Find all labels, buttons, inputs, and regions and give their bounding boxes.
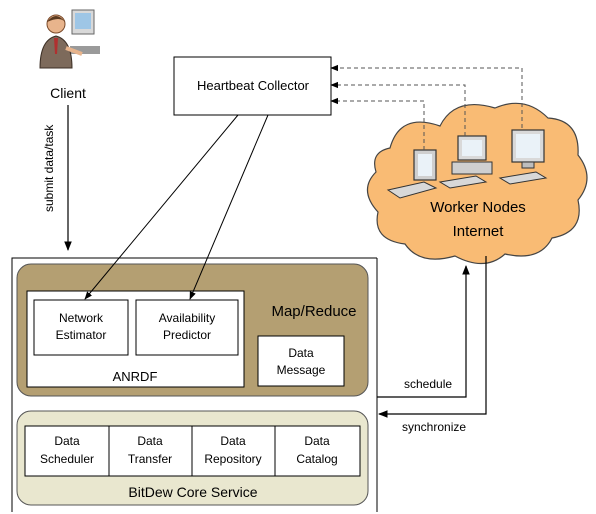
- data-catalog-line2: Catalog: [296, 452, 337, 466]
- data-message-line2: Message: [277, 363, 326, 377]
- data-repository-line1: Data: [220, 434, 246, 448]
- person-at-computer-icon: [39, 9, 100, 69]
- heartbeat-collector-label: Heartbeat Collector: [197, 78, 310, 93]
- data-transfer-line2: Transfer: [128, 452, 172, 466]
- system-frame: [11, 257, 378, 512]
- network-estimator-line1: Network: [59, 311, 104, 325]
- bitdew-label: BitDew Core Service: [128, 484, 257, 500]
- availability-predictor-line1: Availability: [159, 311, 215, 325]
- cloud-subtitle: Internet: [453, 223, 505, 240]
- network-estimator-line2: Estimator: [56, 328, 107, 342]
- anrdf-label: ANRDF: [113, 369, 158, 384]
- desktop-computer-icon: [438, 135, 493, 189]
- desktop-computer-icon: [498, 129, 548, 185]
- mapreduce-label: Map/Reduce: [271, 303, 356, 320]
- availability-predictor-box: [135, 299, 239, 356]
- bitdew-modules: Data Scheduler Data Transfer Data Reposi…: [24, 425, 361, 477]
- heartbeat-collector-box: [173, 56, 332, 116]
- data-catalog-line1: Data: [304, 434, 330, 448]
- data-message-line1: Data: [288, 346, 314, 360]
- heartbeat-to-network-arrow: [84, 114, 239, 300]
- cloud-title: Worker Nodes: [430, 199, 526, 216]
- synchronize-label: synchronize: [402, 420, 466, 434]
- data-catalog-box: [274, 425, 361, 477]
- heartbeat-to-availability-arrow: [189, 114, 269, 300]
- data-transfer-line1: Data: [137, 434, 163, 448]
- data-transfer-box: [108, 425, 193, 477]
- data-scheduler-line2: Scheduler: [40, 452, 94, 466]
- client-label: Client: [50, 85, 86, 101]
- synchronize-arrow: [378, 256, 487, 418]
- laptop-icon: [386, 149, 438, 199]
- data-repository-line2: Repository: [204, 452, 261, 466]
- data-repository-box: [191, 425, 276, 477]
- schedule-label: schedule: [404, 377, 452, 391]
- data-scheduler-box: [24, 425, 110, 477]
- schedule-arrow: [377, 265, 470, 398]
- data-scheduler-line1: Data: [54, 434, 80, 448]
- data-message-box: [257, 335, 345, 387]
- submit-label: submit data/task: [42, 124, 56, 212]
- heartbeat-dashed-lines: [330, 64, 523, 150]
- availability-predictor-line2: Predictor: [163, 328, 211, 342]
- network-estimator-box: [33, 299, 129, 356]
